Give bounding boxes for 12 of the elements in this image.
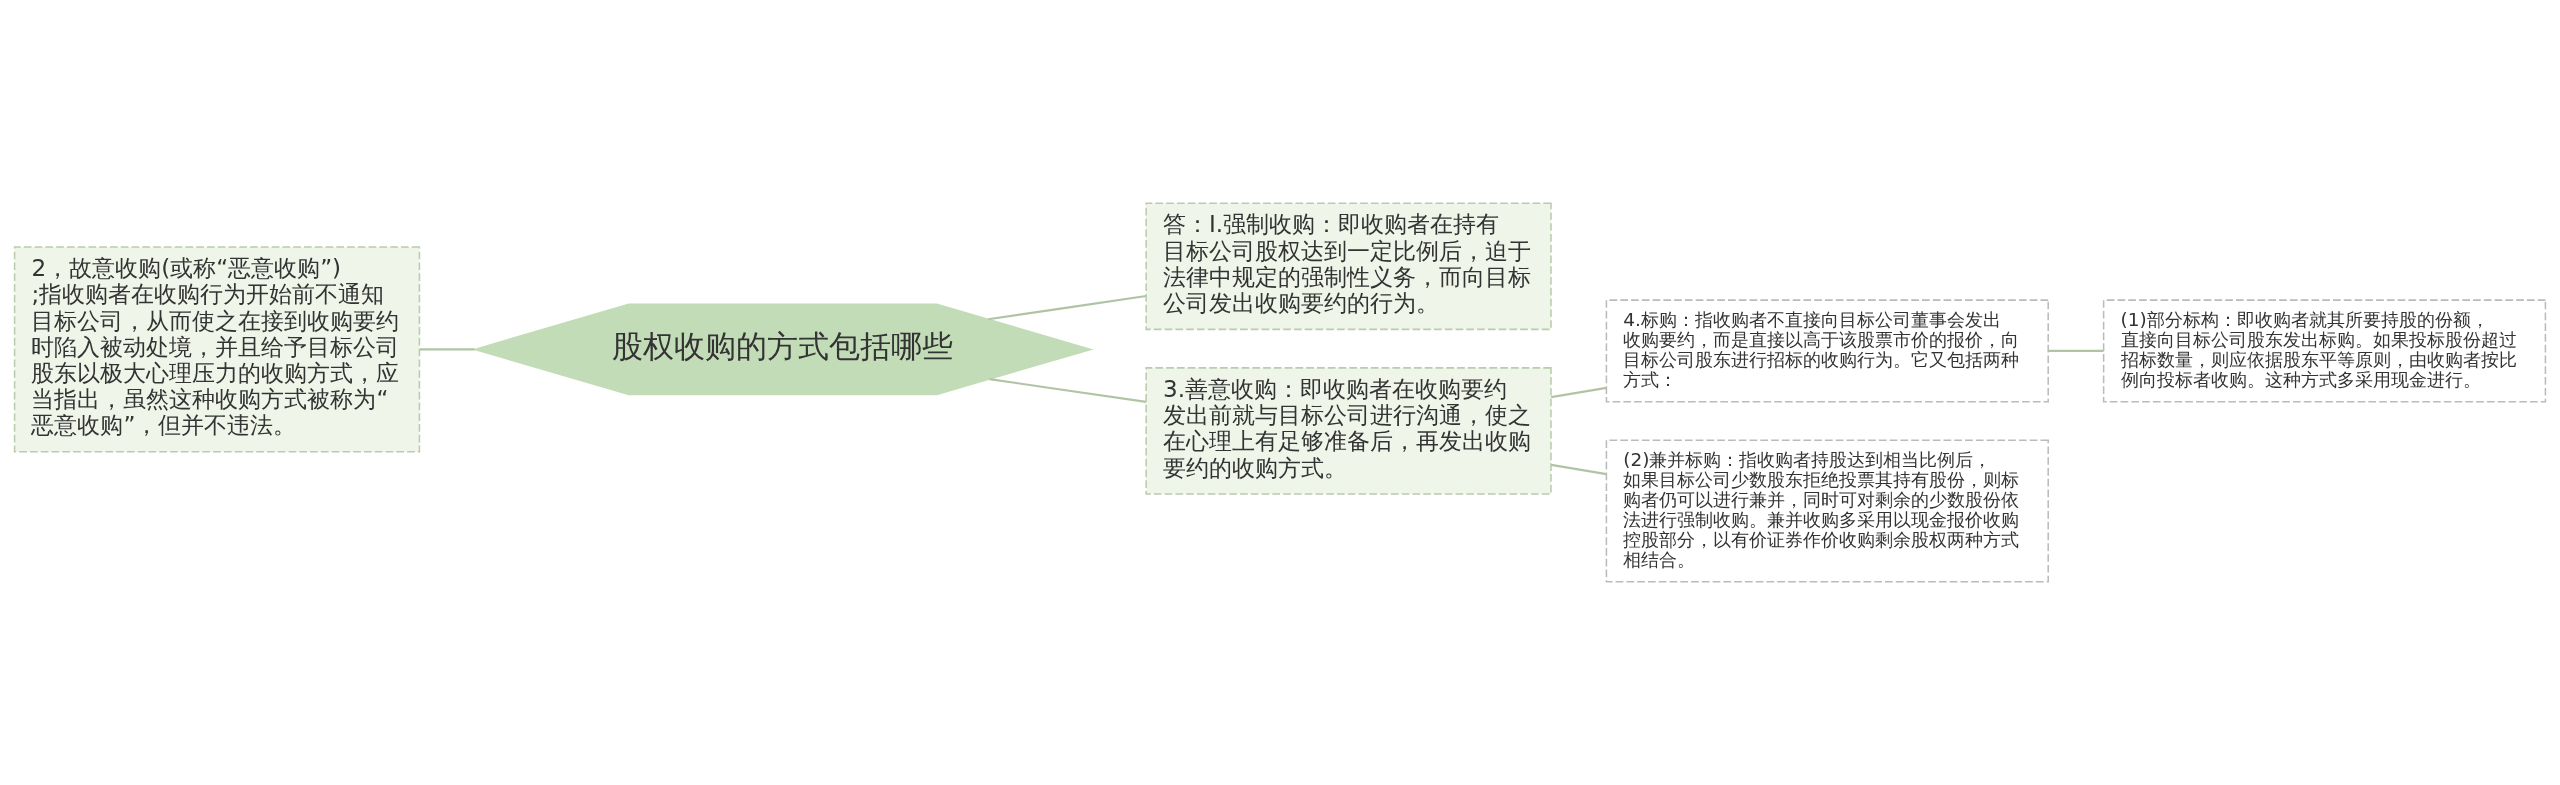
node-box: 答：I.强制收购：即收购者在持有目标公司股权达到一定比例后，迫于法律中规定的强制性义务，而向目标公司发出收购要约的行为。 <box>1145 202 1552 331</box>
connector <box>988 294 1147 321</box>
node-box: 3.善意收购：即收购者在收购要约发出前就与目标公司进行沟通，使之在心理上有足够准备后，再发出收购要约的收购方式。 <box>1145 367 1552 495</box>
node-box: (2)兼并标购：指收购者持股达到相当比例后，如果目标公司少数股东拒绝投票其持有股份，则标购者仍可以进行兼并，同时可对剩余的少数股份依法进行强制收购。兼并收购多采用以现金报价收购控股部分，以有价证券作价收购剩余股权两种方式相结合。 <box>1605 439 2049 583</box>
node-box: (1)部分标构：即收购者就其所要持股的份额，直接向目标公司股东发出标购。如果投标股份超过招标数量，则应依据股东平等原则，由收购者按比例向投标者收购。这种方式多采用现金进行。 <box>2102 299 2547 403</box>
connector <box>1550 386 1607 399</box>
connector <box>2048 349 2104 352</box>
node-box: 2，故意收购(或称“恶意收购”);指收购者在收购行为开始前不通知目标公司，从而使之在接到收购要约时陷入被动处境，并且给予目标公司股东以极大心理压力的收购方式，应当指出，虽然这种收购方式被称为“恶意收购”，但并不违法。 <box>13 246 421 453</box>
connector <box>989 378 1147 403</box>
node-box: 4.标购：指收购者不直接向目标公司董事会发出收购要约，而是直接以高于该股票市价的报价，向目标公司股东进行招标的收购行为。它又包括两种方式： <box>1605 299 2049 403</box>
connector <box>419 348 475 351</box>
connector <box>1550 463 1607 476</box>
